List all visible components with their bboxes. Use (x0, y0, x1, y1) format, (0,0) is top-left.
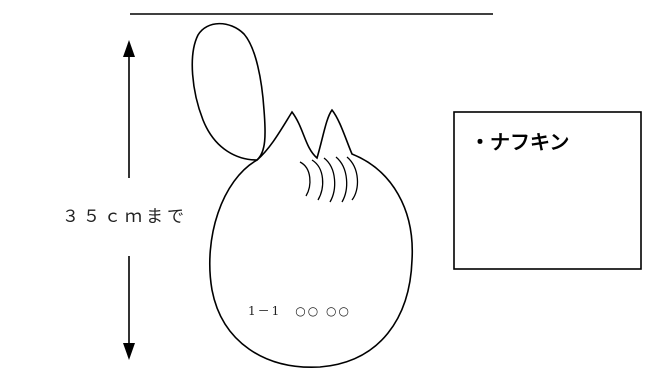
bag-body (208, 108, 414, 368)
item-box-label: ・ナフキン (470, 130, 569, 154)
item-box (453, 111, 642, 270)
measurement-label: ３５ｃｍまで (62, 207, 188, 227)
bag-name-tag: 1－1 ○○ ○○ (248, 304, 351, 318)
measure-arrow-up (123, 40, 135, 178)
measure-arrow-down (123, 256, 135, 360)
bag-flap (191, 22, 266, 161)
gather-lines (299, 156, 359, 203)
